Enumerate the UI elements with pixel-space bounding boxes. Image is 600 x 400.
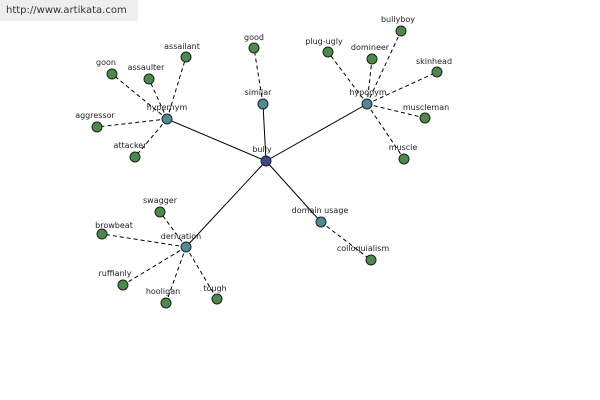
relation-node-hyponym[interactable] xyxy=(361,98,373,110)
term-node-assailant[interactable] xyxy=(180,51,192,63)
watermark: http://www.artikata.com xyxy=(0,0,138,21)
term-label-muscleman: muscleman xyxy=(403,103,449,112)
relation-node-derivation[interactable] xyxy=(180,241,192,253)
term-node-muscle[interactable] xyxy=(398,153,410,165)
term-node-plug-ugly[interactable] xyxy=(322,46,334,58)
term-label-bullyboy: bullyboy xyxy=(381,15,415,24)
edge-derivation-ruffianly xyxy=(122,246,187,286)
term-label-assaulter: assaulter xyxy=(128,63,165,72)
edge-center-hypernym xyxy=(166,118,267,162)
relation-label-hypernym: hypernym xyxy=(147,103,188,112)
term-node-attacker[interactable] xyxy=(129,151,141,163)
term-label-assailant: assailant xyxy=(164,42,200,51)
edge-hypernym-assaulter xyxy=(148,78,168,120)
edge-domain-usage-colloquialism xyxy=(320,221,372,261)
term-label-colloquialism: colloquialism xyxy=(337,244,390,253)
term-node-skinhead[interactable] xyxy=(431,66,443,78)
term-label-plug-ugly: plug-ugly xyxy=(305,37,343,46)
term-node-good[interactable] xyxy=(248,42,260,54)
edge-hyponym-muscleman xyxy=(366,103,426,119)
term-label-aggressor: aggressor xyxy=(75,111,115,120)
term-node-aggressor[interactable] xyxy=(91,121,103,133)
term-label-hooligan: hooligan xyxy=(146,287,180,296)
edge-hypernym-aggressor xyxy=(96,118,168,128)
graph-nodes: bully hypernym assailant goon assaulter aggre… xyxy=(75,15,452,309)
term-node-domineer[interactable] xyxy=(366,53,378,65)
edge-hypernym-assailant xyxy=(166,56,187,120)
edge-derivation-hooligan xyxy=(165,246,187,304)
relation-label-hyponym: hyponym xyxy=(349,88,387,97)
term-label-muscle: muscle xyxy=(389,143,418,152)
watermark-text: http://www.artikata.com xyxy=(6,5,127,16)
edge-hypernym-attacker xyxy=(134,118,168,158)
relation-label-similar: similar xyxy=(245,88,273,97)
edge-hyponym-skinhead xyxy=(366,71,438,105)
edge-center-domain-usage xyxy=(265,160,322,223)
term-node-assaulter[interactable] xyxy=(143,73,155,85)
edge-center-similar xyxy=(262,103,267,162)
term-label-ruffianly: ruffianly xyxy=(98,269,131,278)
graph-edges xyxy=(96,30,438,304)
edge-hyponym-plug-ugly xyxy=(327,51,368,105)
term-label-goon: goon xyxy=(96,58,116,67)
edge-center-derivation xyxy=(185,160,267,248)
term-label-attacker: attacker xyxy=(113,141,147,150)
term-node-muscleman[interactable] xyxy=(419,112,431,124)
relation-node-similar[interactable] xyxy=(257,98,269,110)
term-node-goon[interactable] xyxy=(106,68,118,80)
center-label: bully xyxy=(252,145,272,154)
term-label-skinhead: skinhead xyxy=(416,57,452,66)
edge-hypernym-goon xyxy=(111,73,168,120)
center-node-bully[interactable] xyxy=(260,155,272,167)
term-label-domineer: domineer xyxy=(351,43,390,52)
edge-derivation-swagger xyxy=(159,211,187,248)
relation-node-domain-usage[interactable] xyxy=(315,216,327,228)
term-node-swagger[interactable] xyxy=(154,206,166,218)
relation-label-derivation: derivation xyxy=(161,232,201,241)
term-node-hooligan[interactable] xyxy=(160,297,172,309)
edge-derivation-tough xyxy=(185,246,218,300)
term-node-browbeat[interactable] xyxy=(96,228,108,240)
relation-node-hypernym[interactable] xyxy=(161,113,173,125)
edge-hyponym-domineer xyxy=(366,58,373,105)
edge-center-hyponym xyxy=(265,103,368,162)
term-node-bullyboy[interactable] xyxy=(395,25,407,37)
term-node-colloquialism[interactable] xyxy=(365,254,377,266)
edge-derivation-browbeat xyxy=(101,233,187,248)
term-label-tough: tough xyxy=(203,284,226,293)
term-node-ruffianly[interactable] xyxy=(117,279,129,291)
term-node-tough[interactable] xyxy=(211,293,223,305)
term-label-good: good xyxy=(244,33,264,42)
relation-label-domain-usage: domain usage xyxy=(292,206,349,215)
term-label-browbeat: browbeat xyxy=(95,221,133,230)
edge-similar-good xyxy=(253,47,264,105)
term-label-swagger: swagger xyxy=(143,196,178,205)
